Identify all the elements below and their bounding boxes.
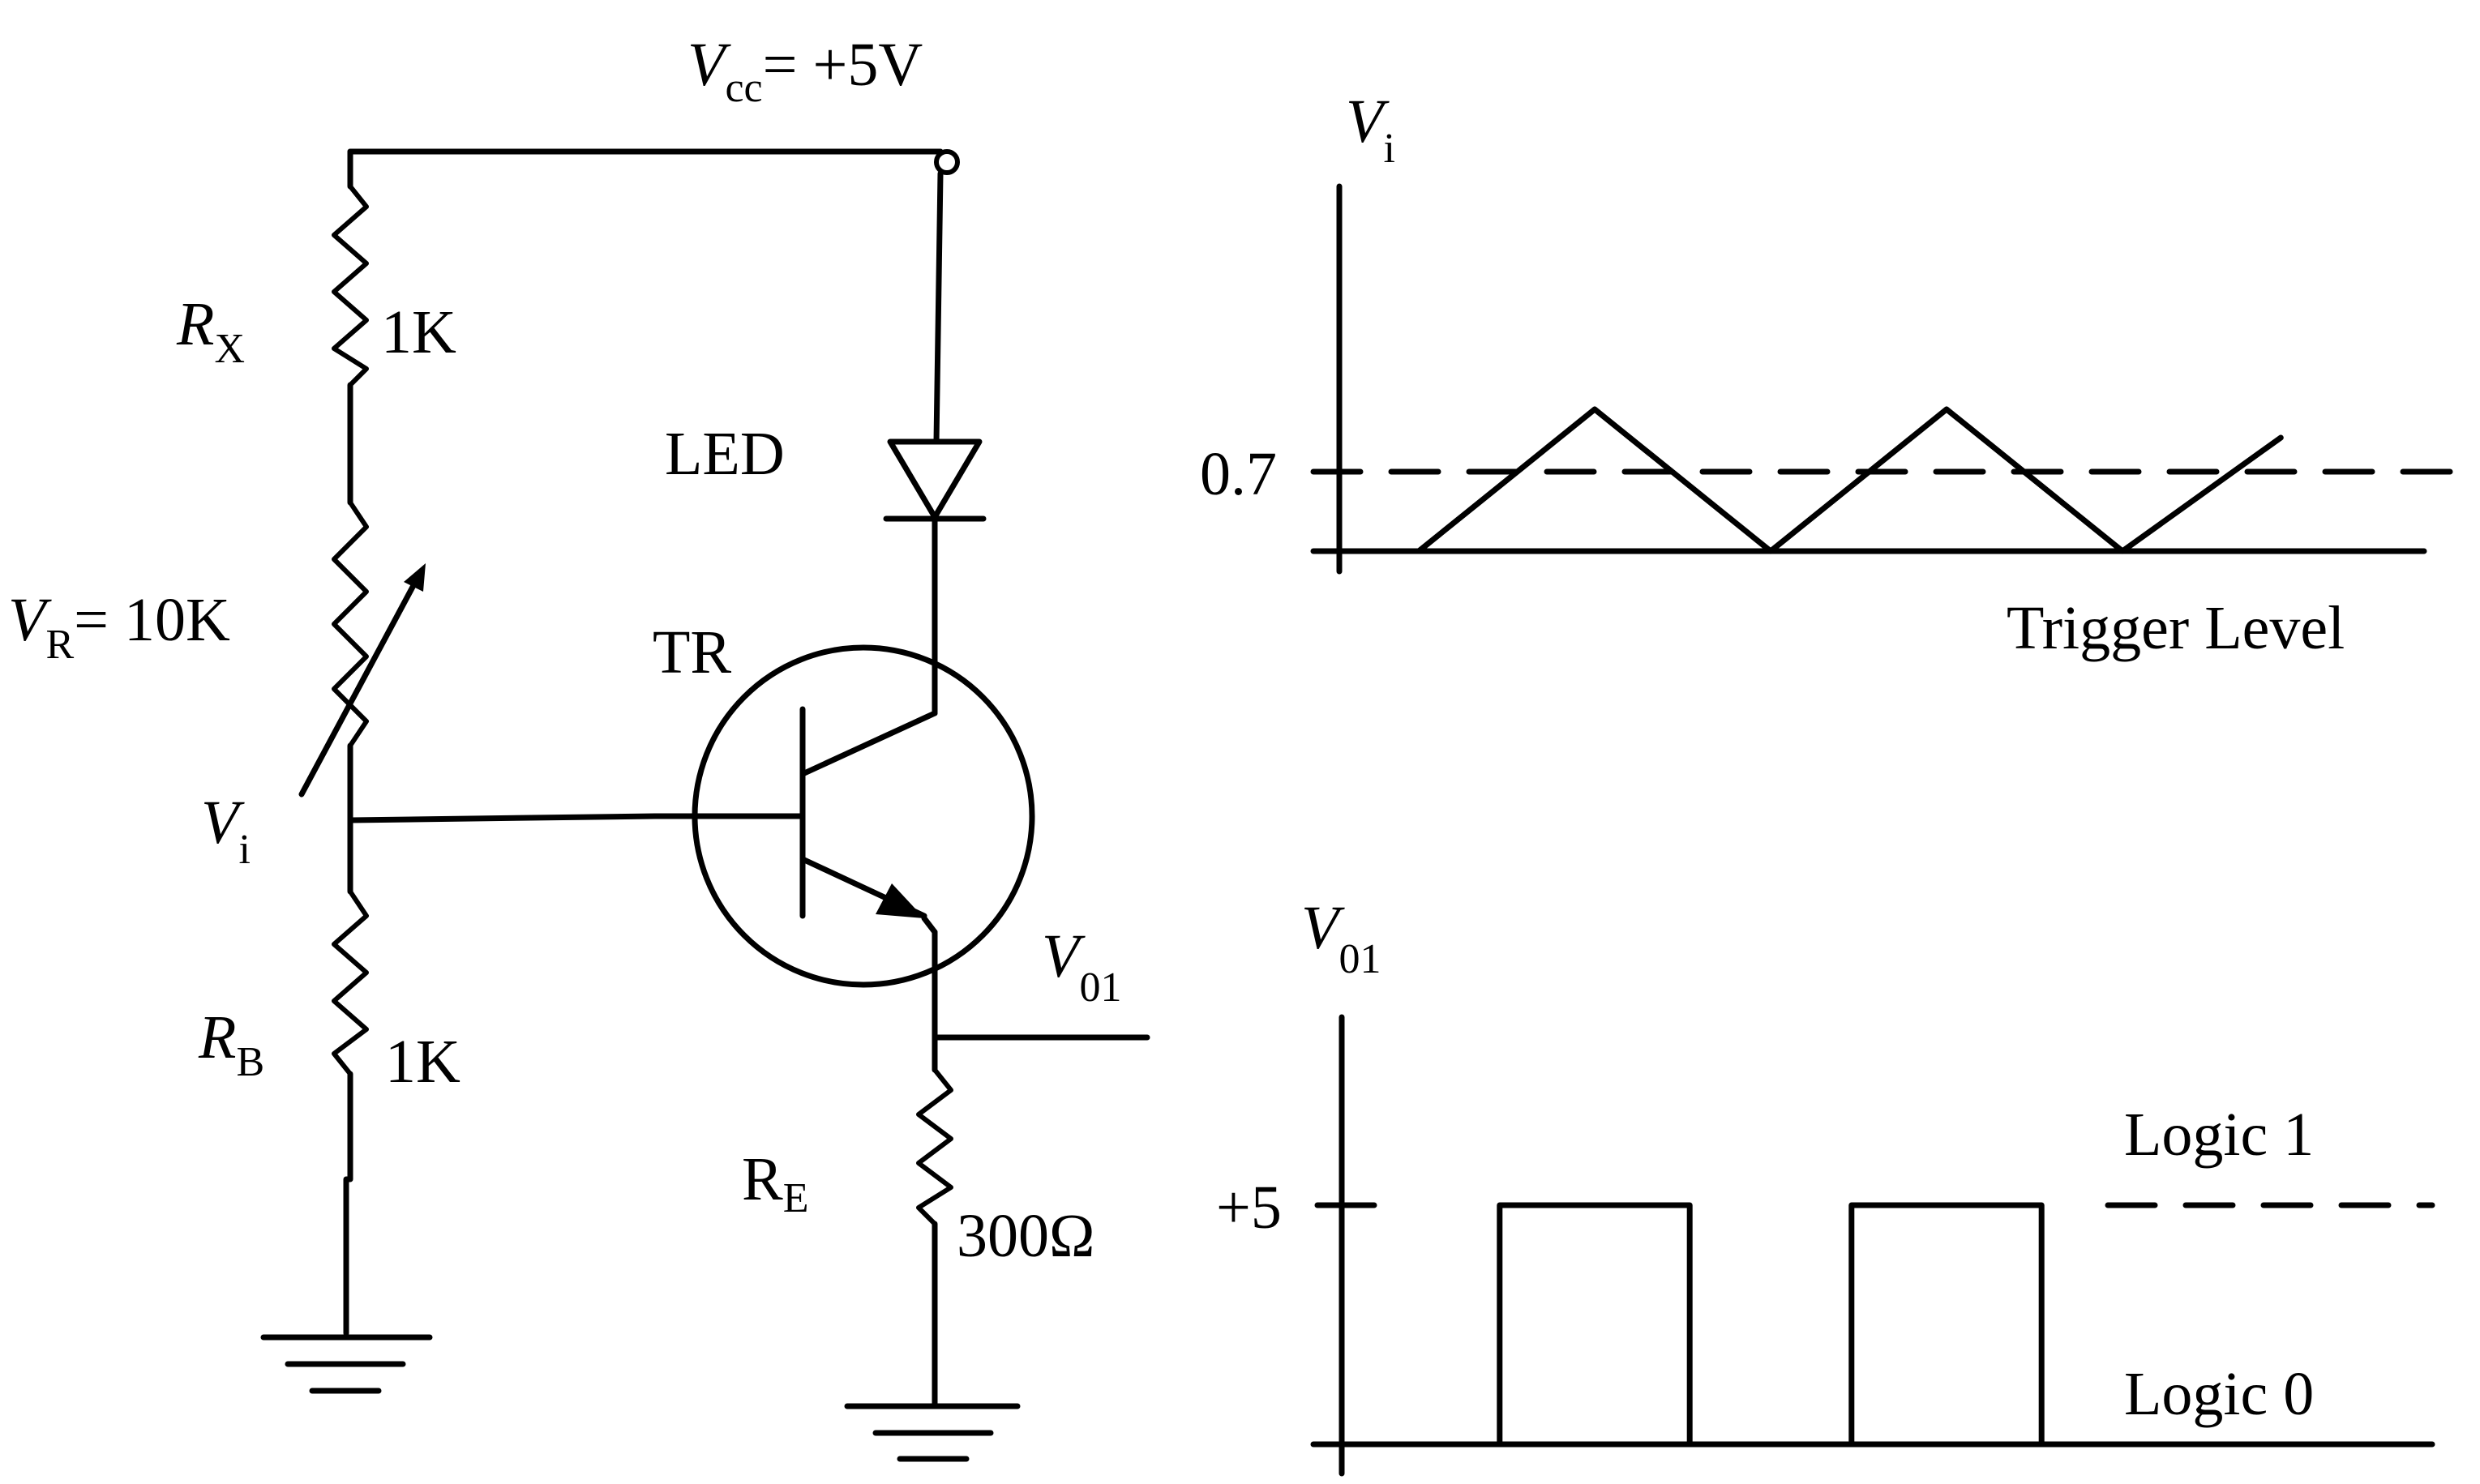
- transistor-emitter-tail: [921, 915, 938, 935]
- re-label: RE: [742, 1145, 808, 1221]
- circuit: Vcc= +5V RX 1K VR= 10K Vi RB 1K LED TR V…: [8, 31, 1150, 1462]
- transistor-emitter-arrow: [876, 883, 924, 918]
- led-symbol: [883, 438, 987, 522]
- vr-arrow-line: [298, 575, 421, 798]
- vi-chart: Vi 0.7 Trigger Level: [1200, 88, 2460, 662]
- v01-logic0-label: Logic 0: [2124, 1360, 2314, 1428]
- rb-ground-wire: [343, 1071, 353, 1336]
- base-wire: [347, 813, 658, 823]
- vcc-label: Vcc= +5V: [687, 31, 923, 111]
- led-top-wire: [933, 170, 944, 445]
- vi-waveform: [1416, 406, 2284, 554]
- re-resistor: [916, 1068, 953, 1226]
- vcc-terminal: [934, 149, 960, 175]
- rx-value: 1K: [381, 298, 456, 366]
- vi-chart-ylabel: Vi: [1346, 88, 1395, 172]
- v01-waveform: [1497, 1202, 2045, 1448]
- tr-label: TR: [653, 618, 731, 686]
- rx-label: RX: [176, 290, 245, 372]
- v01-chart-ylabel: V01: [1301, 894, 1381, 982]
- v01-chart: V01 +5 Logic 1 Logic 0: [1216, 894, 2435, 1477]
- re-value: 300Ω: [957, 1202, 1094, 1270]
- ground-symbol-right: [844, 1403, 1021, 1462]
- rb-value: 1K: [385, 1028, 460, 1096]
- transistor-tr: [652, 644, 1035, 988]
- ground-symbol-left: [260, 1334, 433, 1394]
- v01-tick-label: +5: [1216, 1174, 1282, 1242]
- vi-label: Vi: [201, 789, 251, 873]
- led-label: LED: [665, 420, 785, 488]
- rb-resistor: [332, 890, 369, 1076]
- vi-trigger-level-label: Trigger Level: [2007, 594, 2345, 662]
- rx-resistor: [332, 185, 369, 387]
- rb-label: RB: [198, 1003, 264, 1085]
- vr-label: VR= 10K: [8, 586, 230, 668]
- vr-resistor: [332, 501, 369, 747]
- v01-label: V01: [1042, 922, 1121, 1011]
- vcc-rail-wire: [347, 148, 944, 165]
- vr-arrow-head: [404, 563, 426, 592]
- v01-logic1-label: Logic 1: [2124, 1101, 2314, 1169]
- vi-threshold-label: 0.7: [1200, 440, 1277, 508]
- transistor-collector-lead: [799, 710, 938, 777]
